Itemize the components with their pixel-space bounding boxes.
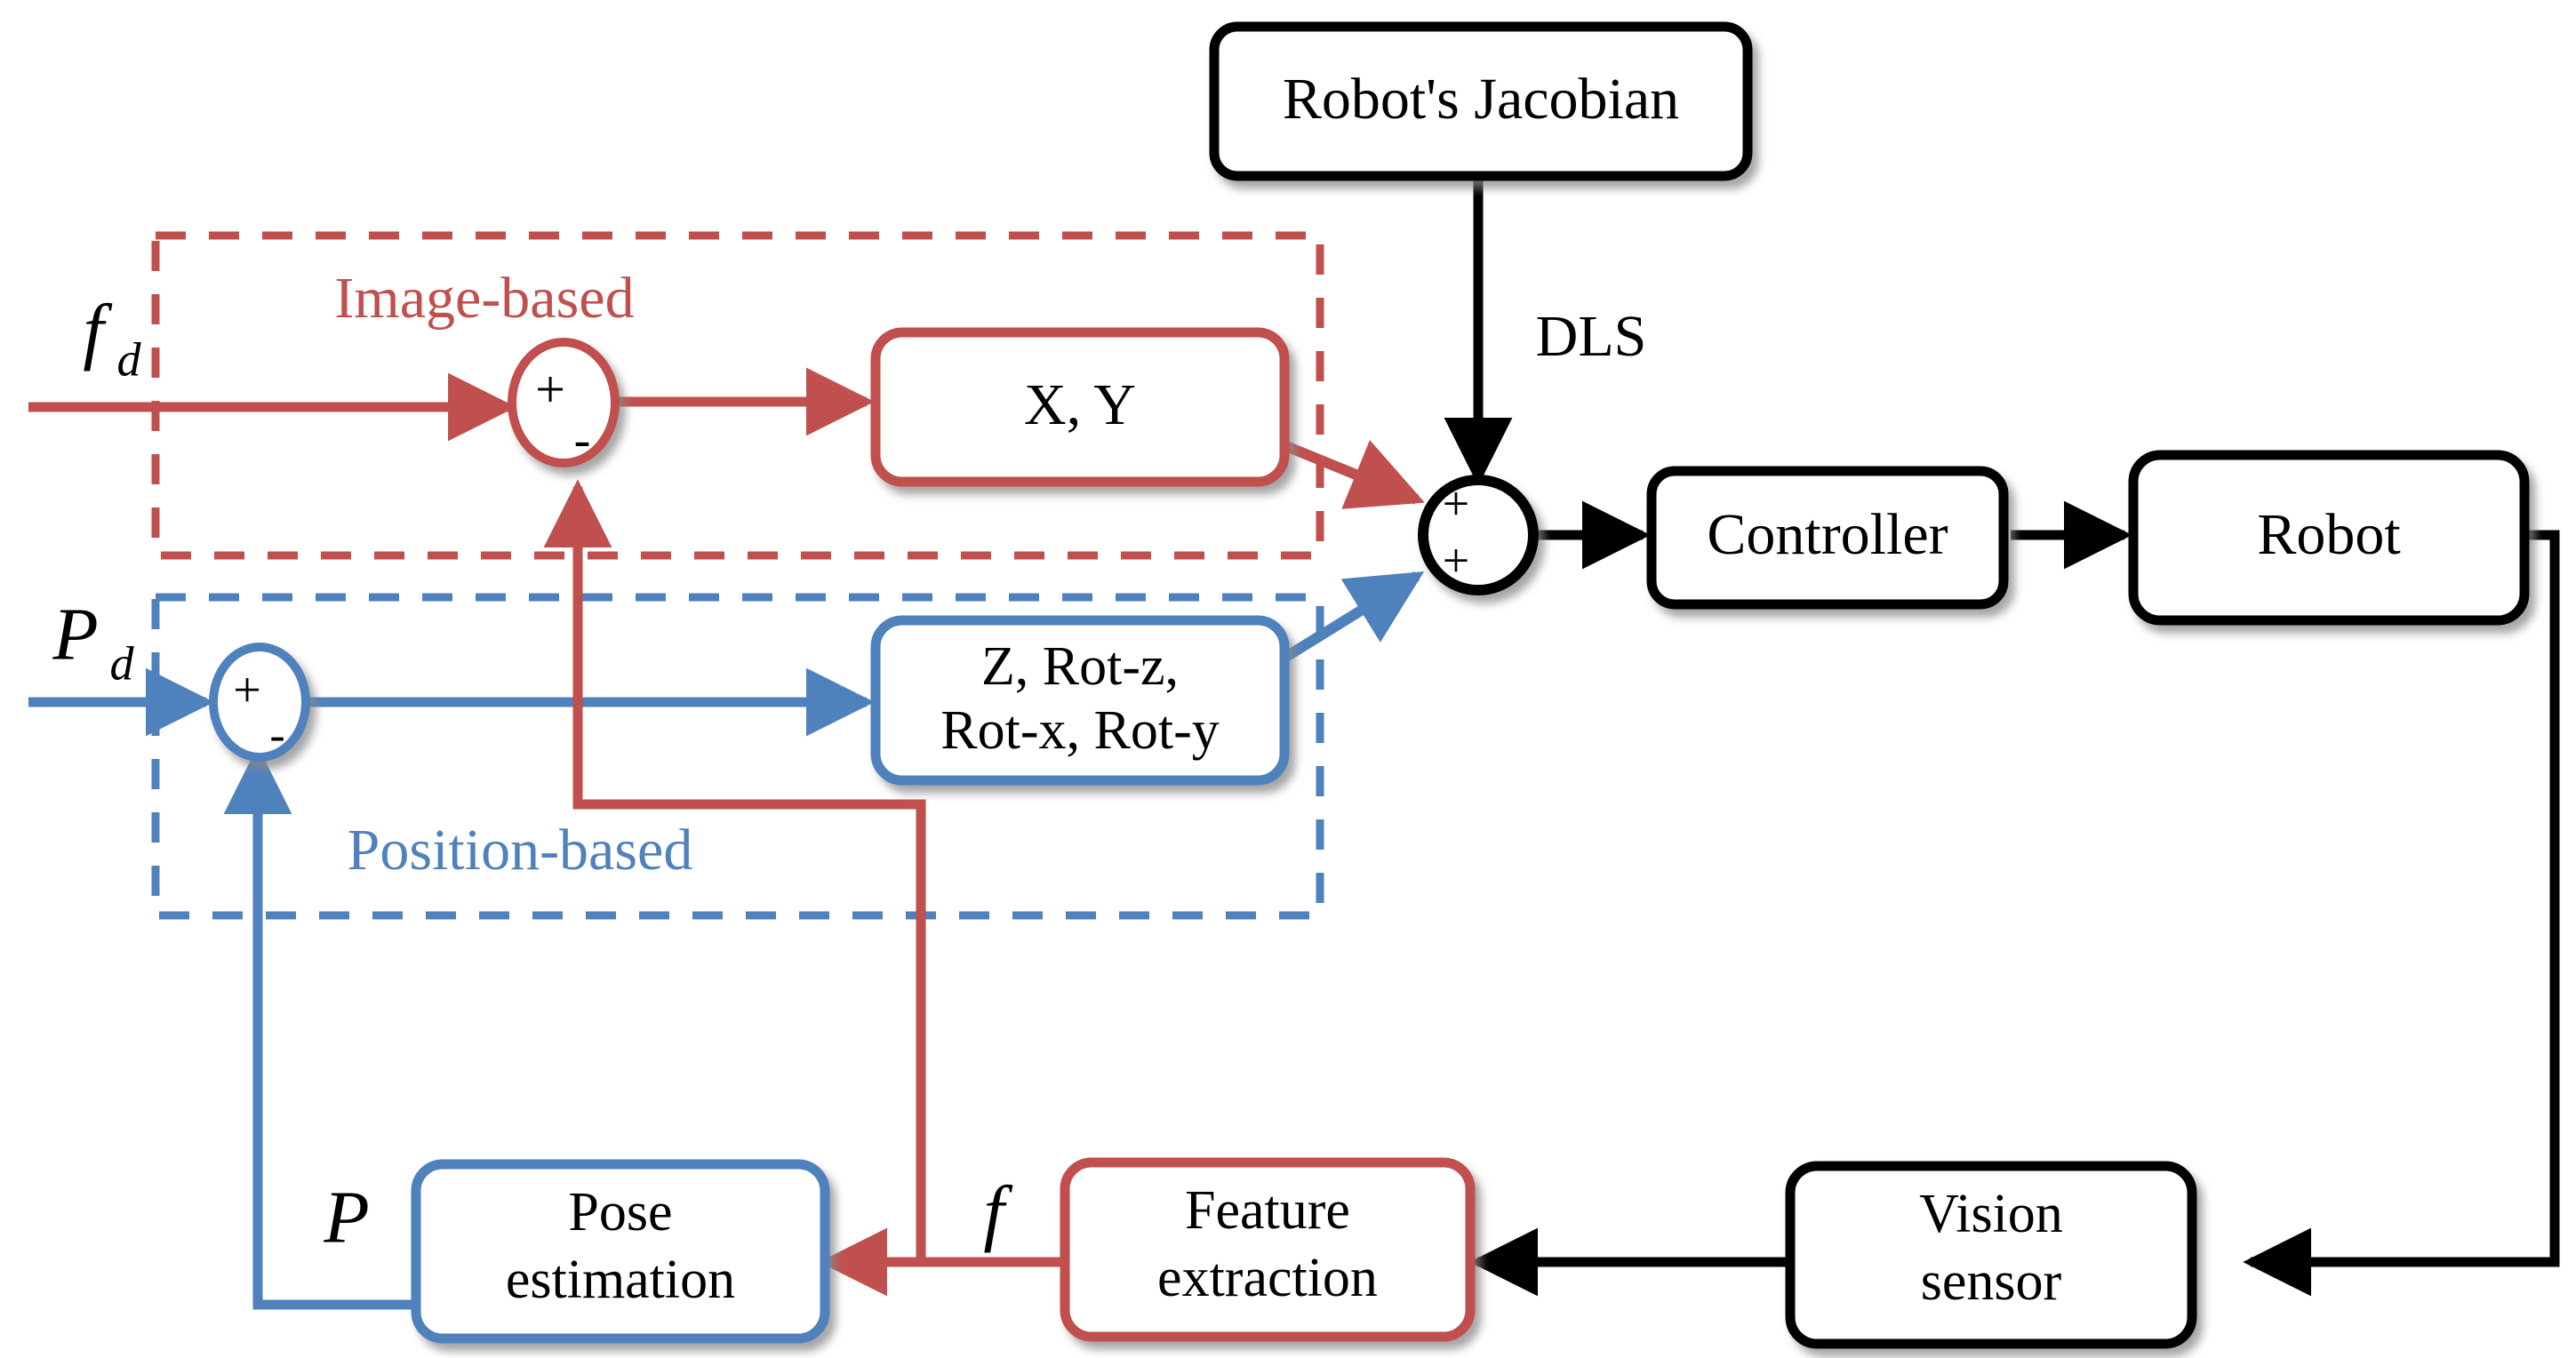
signal-label-pd: P d bbox=[52, 593, 134, 690]
pose-estimation-label-line2: estimation bbox=[506, 1250, 735, 1310]
wire-xy-to-main-sum bbox=[1279, 439, 1425, 509]
pose-estimation-shape[interactable] bbox=[411, 1159, 830, 1344]
robot-shape[interactable] bbox=[2128, 450, 2530, 626]
feature-extraction-label-line2: extraction bbox=[1157, 1248, 1378, 1308]
xy-shape[interactable] bbox=[870, 327, 1290, 487]
vision-sensor-shape[interactable] bbox=[1785, 1161, 2197, 1349]
main-sum-plus-sign-top: + bbox=[1443, 476, 1469, 530]
pd-subscript-label: d bbox=[110, 636, 135, 690]
image-based-label: Image-based bbox=[334, 266, 634, 331]
robots-jacobian-shape[interactable] bbox=[1209, 21, 1753, 181]
wire-p-feedback-to-position-sum bbox=[223, 746, 413, 1310]
junction-image-sum[interactable]: + - bbox=[508, 338, 620, 467]
group-position-based: Position-based bbox=[151, 593, 1324, 920]
image-sum-minus-sign: - bbox=[574, 412, 591, 467]
wire-robot-to-vision-sensor bbox=[2243, 530, 2560, 1297]
vision-sensor-label-line1: Vision bbox=[1919, 1184, 2063, 1244]
pose-estimation-label-line1: Pose bbox=[568, 1182, 672, 1242]
block-controller[interactable]: Controller bbox=[1646, 466, 2009, 610]
controller-label: Controller bbox=[1707, 502, 1948, 567]
position-sum-minus-sign: - bbox=[269, 710, 284, 761]
f-signal-label: f bbox=[983, 1170, 1013, 1253]
feature-extraction-label-line1: Feature bbox=[1185, 1180, 1350, 1241]
dls-label: DLS bbox=[1536, 304, 1647, 369]
block-robots-jacobian[interactable]: Robot's Jacobian bbox=[1209, 21, 1753, 181]
group-image-based: Image-based bbox=[151, 231, 1324, 560]
controller-shape[interactable] bbox=[1646, 466, 2009, 610]
wire-f-feedback-to-image-sum bbox=[543, 479, 926, 1262]
position-sum-circle[interactable] bbox=[209, 643, 310, 762]
fd-subscript-label: d bbox=[117, 332, 142, 386]
xy-label: X, Y bbox=[1024, 372, 1136, 437]
junction-position-sum[interactable]: + - bbox=[209, 643, 310, 762]
position-sum-plus-sign: + bbox=[233, 663, 261, 718]
block-z-rot[interactable]: Z, Rot-z, Rot-x, Rot-y bbox=[870, 615, 1290, 786]
block-pose-estimation[interactable]: Pose estimation bbox=[411, 1159, 830, 1344]
wire-zrot-to-main-sum bbox=[1278, 571, 1425, 665]
block-robot[interactable]: Robot bbox=[2128, 450, 2530, 626]
block-vision-sensor[interactable]: Vision sensor bbox=[1785, 1161, 2197, 1349]
z-rot-label-line1: Z, Rot-z, bbox=[981, 636, 1179, 697]
signal-label-fd: f d bbox=[83, 289, 141, 386]
feature-extraction-shape[interactable] bbox=[1060, 1157, 1476, 1342]
robot-label: Robot bbox=[2257, 502, 2400, 567]
position-based-label: Position-based bbox=[348, 818, 693, 883]
main-sum-plus-sign-bottom: + bbox=[1443, 533, 1469, 587]
p-signal-label: P bbox=[323, 1176, 369, 1258]
z-rot-shape[interactable] bbox=[870, 615, 1290, 786]
z-rot-label-line2: Rot-x, Rot-y bbox=[940, 700, 1219, 761]
vision-sensor-label-line2: sensor bbox=[1921, 1251, 2062, 1312]
fd-base-label: f bbox=[83, 289, 113, 371]
robots-jacobian-label: Robot's Jacobian bbox=[1283, 67, 1679, 132]
junction-main-sum[interactable]: + + bbox=[1418, 475, 1539, 595]
block-xy[interactable]: X, Y bbox=[870, 327, 1290, 487]
block-feature-extraction[interactable]: Feature extraction bbox=[1060, 1157, 1476, 1342]
image-sum-circle[interactable] bbox=[508, 338, 620, 467]
image-sum-plus-sign: + bbox=[535, 360, 565, 419]
main-sum-circle[interactable] bbox=[1418, 475, 1539, 595]
pd-base-label: P bbox=[52, 593, 98, 675]
